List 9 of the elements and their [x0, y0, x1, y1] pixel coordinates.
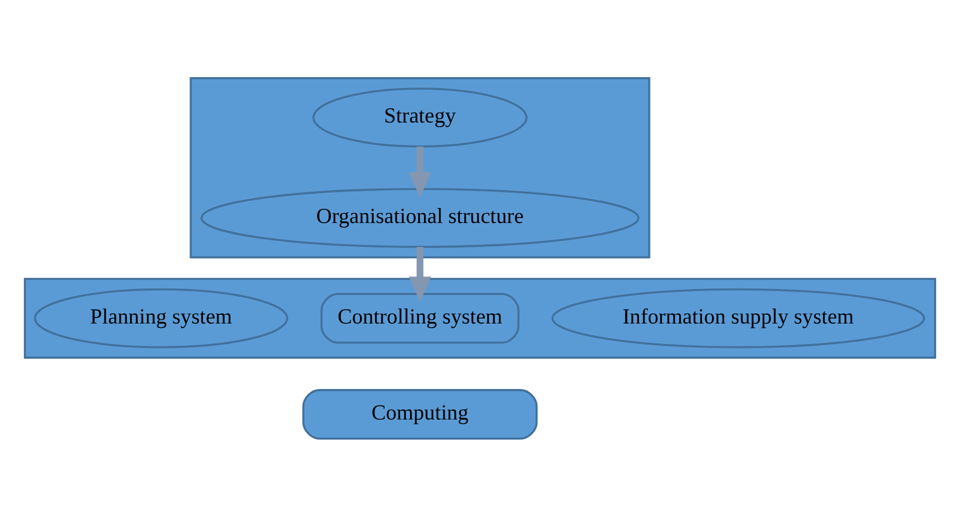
arrow [408, 146, 432, 198]
node-ellipse: Information supply system [551, 288, 926, 348]
node-box: Computing [302, 388, 538, 440]
node-ellipse: Organisational structure [200, 188, 640, 248]
arrow [408, 246, 432, 302]
node-box: Controlling system [320, 292, 520, 344]
node-ellipse: Strategy [312, 87, 528, 147]
cluster [190, 76, 650, 258]
node-ellipse: Planning system [34, 288, 288, 348]
